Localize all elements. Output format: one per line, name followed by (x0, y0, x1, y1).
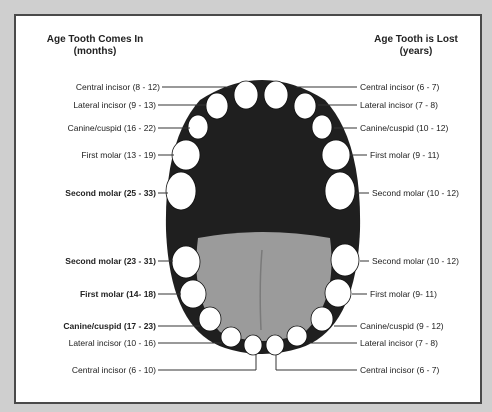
upper-second-molar-right-tooth (325, 172, 355, 210)
lower-central-incisor-right-tooth (266, 335, 284, 355)
left-eruption-label: Central incisor (8 - 12) (76, 82, 160, 92)
lower-second-molar-left-tooth (172, 246, 200, 278)
lower-canine-right-tooth (311, 307, 333, 331)
lower-first-molar-right-tooth (325, 279, 351, 307)
left-eruption-label: Second molar (25 - 33) (65, 188, 156, 198)
right-loss-label: Second molar (10 - 12) (372, 256, 459, 266)
lower-central-incisor-left-tooth (244, 335, 262, 355)
upper-canine-right-tooth (312, 115, 332, 139)
left-eruption-label: Canine/cuspid (16 - 22) (68, 123, 156, 133)
right-loss-label: Canine/cuspid (9 - 12) (360, 321, 444, 331)
right-loss-label: Central incisor (6 - 7) (360, 365, 439, 375)
right-loss-label: Second molar (10 - 12) (372, 188, 459, 198)
lower-canine-left-tooth (199, 307, 221, 331)
left-eruption-label: Second molar (23 - 31) (65, 256, 156, 266)
right-loss-label: Lateral incisor (7 - 8) (360, 100, 438, 110)
lower-lateral-incisor-right-tooth (287, 326, 307, 346)
right-loss-label: Canine/cuspid (10 - 12) (360, 123, 448, 133)
left-eruption-label: First molar (13 - 19) (81, 150, 156, 160)
left-eruption-label: Lateral incisor (9 - 13) (73, 100, 156, 110)
lower-second-molar-right-tooth (331, 244, 359, 276)
upper-central-incisor-left-tooth (234, 81, 258, 109)
upper-first-molar-left-tooth (172, 140, 200, 170)
upper-lateral-incisor-right-tooth (294, 93, 316, 119)
left-eruption-label: Central incisor (6 - 10) (72, 365, 156, 375)
left-eruption-label: First molar (14- 18) (80, 289, 156, 299)
right-loss-label: First molar (9 - 11) (370, 150, 439, 160)
right-loss-label: Central incisor (6 - 7) (360, 82, 439, 92)
left-eruption-label: Canine/cuspid (17 - 23) (63, 321, 156, 331)
upper-canine-left-tooth (188, 115, 208, 139)
right-loss-label: First molar (9- 11) (370, 289, 437, 299)
upper-central-incisor-right-tooth (264, 81, 288, 109)
right-loss-label: Lateral incisor (7 - 8) (360, 338, 438, 348)
upper-first-molar-right-tooth (322, 140, 350, 170)
upper-second-molar-left-tooth (166, 172, 196, 210)
lower-first-molar-left-tooth (180, 280, 206, 308)
left-eruption-label: Lateral incisor (10 - 16) (69, 338, 156, 348)
lower-lateral-incisor-left-tooth (221, 327, 241, 347)
upper-lateral-incisor-left-tooth (206, 93, 228, 119)
